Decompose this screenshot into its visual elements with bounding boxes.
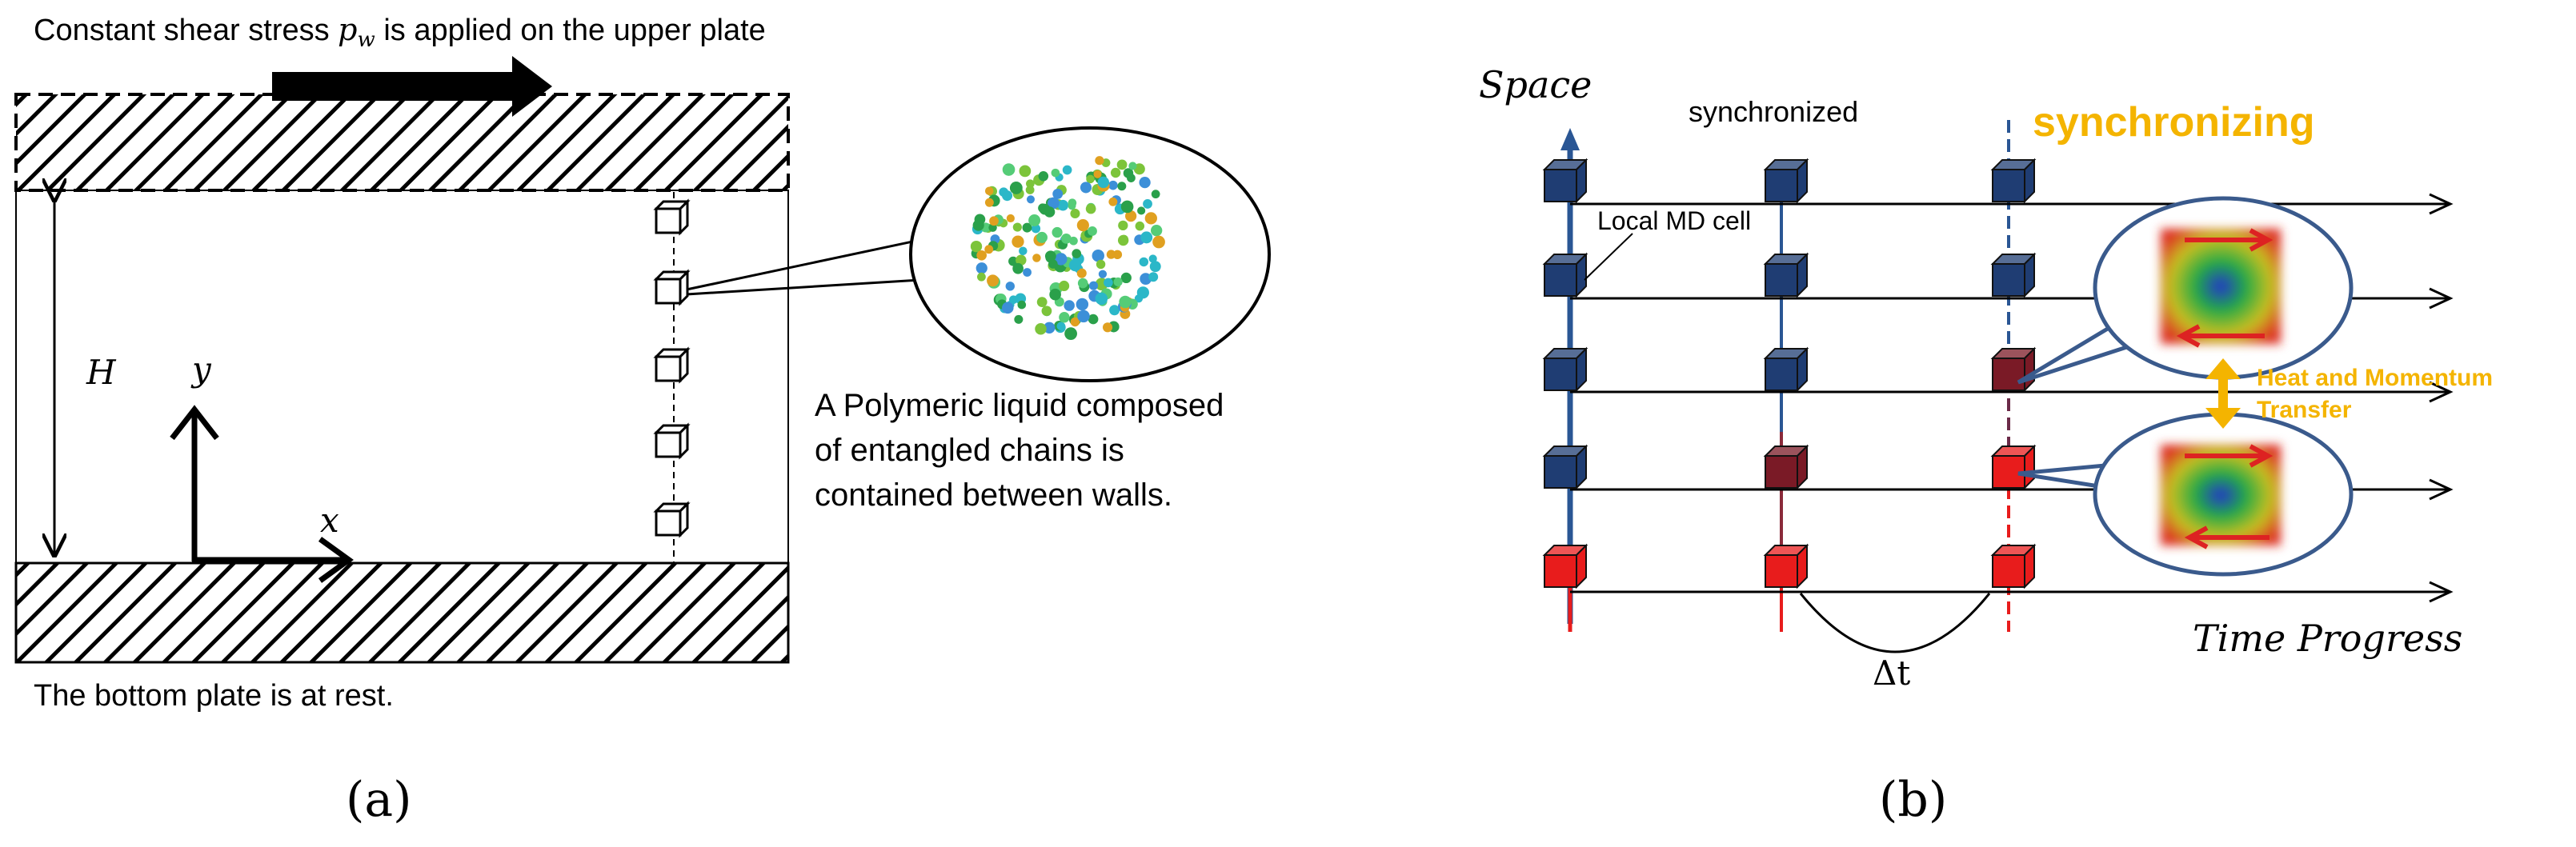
shear-stress-caption: Constant shear stress pw is applied on t… [34,12,766,52]
synchronized-label: synchronized [1689,95,1858,128]
bottom-plate [14,561,790,664]
upper-plate [14,93,790,192]
md-cell-5 [653,501,691,538]
polymer-chains-image [970,156,1165,341]
md-cell-r4-c1 [1542,444,1588,490]
md-cell-r5-c3 [1990,543,2037,589]
md-cell-r2-c1 [1542,252,1588,298]
local-md-cell-label: Local MD cell [1597,206,1751,235]
height-label: H [86,353,117,392]
panel-a: Constant shear stress pw is applied on t… [14,12,1271,828]
md-cell-r5-c2 [1763,543,1809,589]
md-cells-grid [1542,158,2037,589]
polymer-caption: A Polymeric liquid composed of entangled… [815,388,1232,513]
space-axis-arrowhead [1560,128,1580,150]
x-axis-label: x [320,501,339,540]
y-axis-label: y [190,350,212,389]
panel-b: Space synchronized synchronizing Local M… [1479,63,2499,828]
md-cell-r3-c1 [1542,346,1588,393]
bubble-leader-lower [686,278,921,296]
md-cell-3 [653,346,691,384]
md-cell-r1-c1 [1542,158,1588,204]
md-cell-r1-c2 [1763,158,1809,204]
md-bubble-lower [2017,412,2354,577]
space-axis-label: Space [1479,63,1592,106]
delta-t-arc [1799,593,1991,653]
md-cells-column [653,198,691,538]
polymer-bubble [909,126,1271,382]
panel-b-label: (b) [1879,772,1947,828]
bottom-plate-caption: The bottom plate is at rest. [34,679,394,713]
md-cell-4 [653,422,691,460]
local-md-cell-leader [1584,233,1633,281]
md-cell-r1-c3 [1990,158,2037,204]
transfer-arrow [2205,358,2241,429]
md-cell-r2-c3 [1990,252,2037,298]
transfer-label: Heat and Momentum Transfer [2257,365,2499,423]
shear-arrow [272,56,552,117]
md-cell-2 [653,269,691,306]
md-cell-r3-c2 [1763,346,1809,393]
panel-a-label: (a) [346,772,412,828]
md-cell-r5-c1 [1542,543,1588,589]
md-cell-r4-c2 [1763,444,1809,490]
md-cell-r2-c2 [1763,252,1809,298]
md-cell-r4-c3 [1990,444,2037,490]
md-cell-r3-c3 [1990,346,2037,393]
bubble-leader-upper [686,238,921,291]
coordinate-axes [170,405,354,583]
synchronizing-label: synchronizing [2033,99,2314,146]
md-bubble-upper [2017,196,2354,385]
md-cell-1 [653,198,691,236]
delta-t-label: Δt [1873,653,1910,693]
time-progress-label: Time Progress [2193,617,2462,660]
